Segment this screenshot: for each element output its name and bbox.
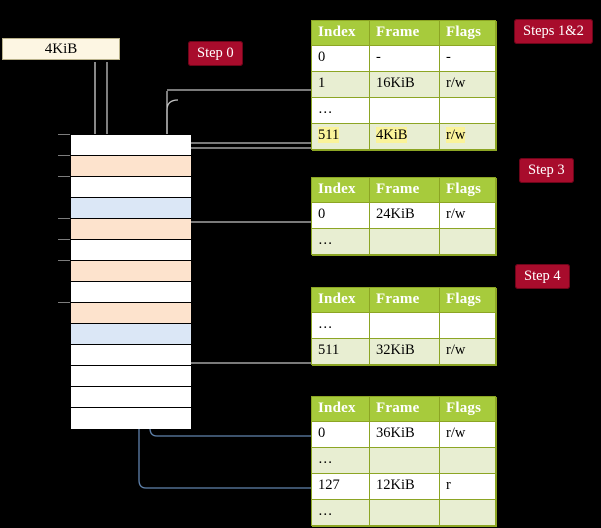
page-table-level-4: Index Frame Flags 0 36KiB r/w … 127 12Ki… (311, 396, 496, 526)
cell-index: … (311, 97, 370, 124)
memory-block (71, 387, 191, 408)
physical-memory-column (70, 134, 191, 429)
memory-tick (58, 155, 70, 156)
cell-flags: r/w (439, 71, 496, 98)
column-header-index: Index (311, 396, 370, 422)
memory-tick (58, 218, 70, 219)
cell-index: 511 (311, 338, 370, 365)
cell-frame (369, 97, 440, 124)
page-table-level-2: Index Frame Flags 0 24KiB r/w … (311, 177, 496, 255)
cell-index: … (311, 447, 370, 474)
cell-index: 0 (311, 421, 370, 448)
column-header-flags: Flags (439, 177, 496, 203)
column-header-index: Index (311, 287, 370, 313)
cell-frame (369, 228, 440, 255)
table-row: … (311, 228, 496, 255)
badge-steps-1-2: Steps 1&2 (514, 19, 593, 44)
cell-index: 511 (311, 123, 370, 150)
memory-block (71, 135, 191, 156)
cell-flags: r (439, 473, 496, 500)
memory-block (71, 282, 191, 303)
badge-step-3: Step 3 (519, 158, 574, 183)
cell-flags (439, 312, 496, 339)
cell-frame (369, 447, 440, 474)
memory-block (71, 303, 191, 324)
table-header-row: Index Frame Flags (311, 396, 496, 422)
cell-frame (369, 312, 440, 339)
badge-step-4: Step 4 (515, 264, 570, 289)
cell-flags (439, 447, 496, 474)
table-row: 0 36KiB r/w (311, 421, 496, 448)
page-table-level-1: Index Frame Flags 0 - - 1 16KiB r/w … (311, 20, 496, 150)
memory-block (71, 261, 191, 282)
column-header-flags: Flags (439, 396, 496, 422)
cell-frame: - (369, 45, 440, 72)
cell-index: … (311, 499, 370, 526)
table-header-row: Index Frame Flags (311, 177, 496, 203)
table-row: 0 - - (311, 45, 496, 72)
table-row: 127 12KiB r (311, 473, 496, 500)
cell-index: 0 (311, 45, 370, 72)
memory-tick (58, 260, 70, 261)
cell-index: 127 (311, 473, 370, 500)
cell-frame: 4KiB (369, 123, 440, 150)
cell-index: 0 (311, 202, 370, 229)
memory-block (71, 198, 191, 219)
cell-frame: 36KiB (369, 421, 440, 448)
table-header-row: Index Frame Flags (311, 20, 496, 46)
cell-flags: - (439, 45, 496, 72)
cell-flags (439, 228, 496, 255)
cell-flags: r/w (439, 123, 496, 150)
cell-flags: r/w (439, 202, 496, 229)
column-header-frame: Frame (369, 287, 440, 313)
cell-frame: 32KiB (369, 338, 440, 365)
table-row: … (311, 312, 496, 339)
cell-index: … (311, 228, 370, 255)
cell-flags: r/w (439, 421, 496, 448)
column-header-frame: Frame (369, 20, 440, 46)
table-header-row: Index Frame Flags (311, 287, 496, 313)
memory-block (71, 324, 191, 345)
table-row: … (311, 97, 496, 124)
cell-frame: 24KiB (369, 202, 440, 229)
column-header-frame: Frame (369, 396, 440, 422)
column-header-flags: Flags (439, 287, 496, 313)
memory-block (71, 156, 191, 177)
cell-flags (439, 499, 496, 526)
memory-tick (58, 302, 70, 303)
memory-block (71, 219, 191, 240)
badge-step-0: Step 0 (188, 41, 243, 66)
table-row: 0 24KiB r/w (311, 202, 496, 229)
column-header-flags: Flags (439, 20, 496, 46)
column-header-index: Index (311, 20, 370, 46)
column-header-frame: Frame (369, 177, 440, 203)
table-row: 511 32KiB r/w (311, 338, 496, 365)
cell-index: … (311, 312, 370, 339)
cell-frame: 12KiB (369, 473, 440, 500)
memory-block (71, 177, 191, 198)
memory-tick (58, 239, 70, 240)
memory-block (71, 240, 191, 261)
table-row-highlighted: 511 4KiB r/w (311, 123, 496, 150)
memory-block (71, 345, 191, 366)
page-table-level-3: Index Frame Flags … 511 32KiB r/w (311, 287, 496, 365)
memory-block (71, 366, 191, 387)
memory-tick (58, 134, 70, 135)
table-row: … (311, 499, 496, 526)
column-header-index: Index (311, 177, 370, 203)
cell-index: 1 (311, 71, 370, 98)
table-row: 1 16KiB r/w (311, 71, 496, 98)
table-row: … (311, 447, 496, 474)
cell-frame: 16KiB (369, 71, 440, 98)
cell-flags: r/w (439, 338, 496, 365)
cell-frame (369, 499, 440, 526)
cell-flags (439, 97, 496, 124)
virtual-address-label: 4KiB (44, 41, 78, 57)
memory-tick (58, 176, 70, 177)
memory-block (71, 408, 191, 429)
virtual-address-box: 4KiB (2, 38, 120, 60)
